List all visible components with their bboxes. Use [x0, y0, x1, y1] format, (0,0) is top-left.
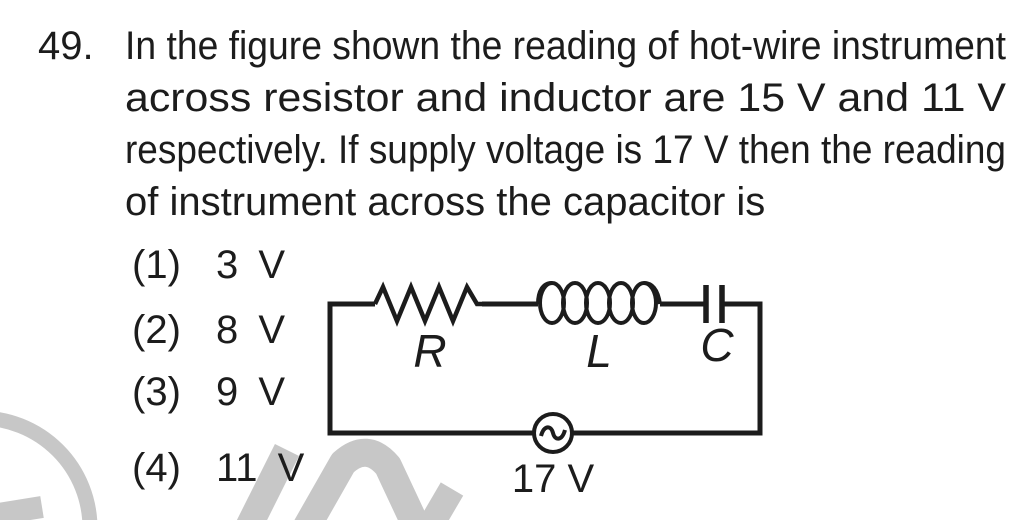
option-row-1: (1) 3 V: [132, 243, 285, 287]
watermark-stroke-icon: [236, 443, 300, 520]
option-value: 3 V: [216, 243, 286, 287]
question-line-3: respectively. If supply voltage is 17 V …: [125, 128, 1006, 172]
option-row-2: (2) 8 V: [132, 308, 285, 352]
option-value: 11 V: [216, 446, 305, 490]
option-value: 9 V: [216, 370, 286, 414]
option-label: (3): [132, 370, 181, 414]
question-line-4: of instrument across the capacitor is: [125, 180, 766, 224]
option-label: (2): [132, 308, 181, 352]
question-line-2: across resistor and inductor are 15 V an…: [125, 76, 1007, 120]
option-value: 8 V: [216, 308, 286, 352]
question-text: In the figure shown the reading of hot-w…: [125, 20, 1006, 228]
option-label: (1): [132, 243, 181, 287]
question-line-1: In the figure shown the reading of hot-w…: [125, 24, 1006, 68]
watermark-inner-bar-icon: [0, 496, 44, 520]
option-row-4: (4) 11 V: [132, 446, 304, 490]
option-label: (4): [132, 446, 181, 490]
question-number: 49.: [38, 24, 94, 68]
watermark-leg-icon: [418, 482, 464, 520]
option-row-3: (3) 9 V: [132, 370, 285, 414]
watermark-letter-icon: [294, 438, 429, 520]
